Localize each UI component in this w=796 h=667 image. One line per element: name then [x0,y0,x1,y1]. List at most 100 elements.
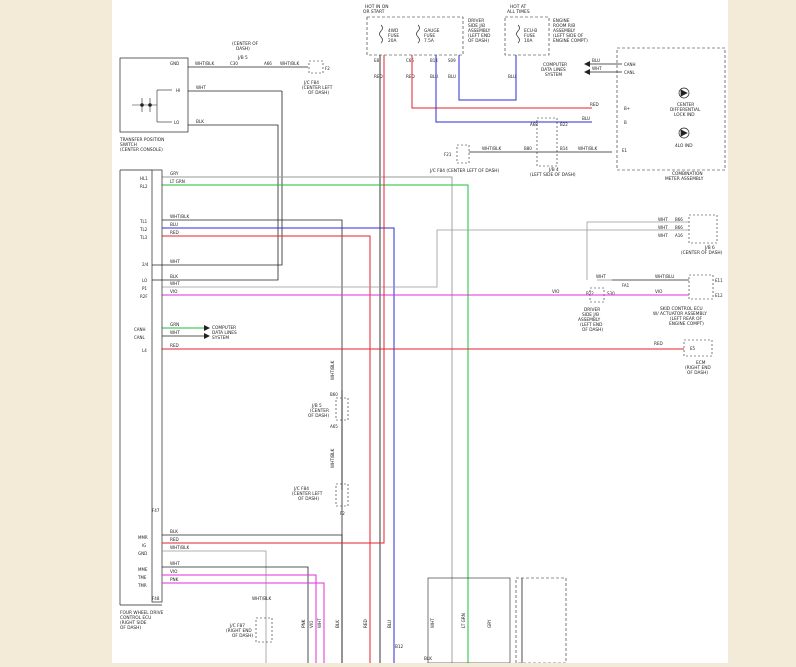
switch-symbol [132,89,172,123]
svg-text:FUSE: FUSE [524,33,535,39]
svg-text:CANH: CANH [624,62,636,67]
svg-text:J/C F87: J/C F87 [229,623,245,629]
svg-text:TL1: TL1 [139,219,148,224]
svg-text:WHT: WHT [317,618,322,628]
svg-text:B22: B22 [560,122,568,127]
wire-red-to-meter [411,55,592,109]
wire-pnk-tmr [162,582,325,663]
svg-text:B+: B+ [624,106,630,111]
svg-text:A66: A66 [264,61,272,66]
svg-text:B60: B60 [330,392,338,397]
driver-jb-mid-label: DRIVER SIDE J/B ASSEMBLY (LEFT END OF DA… [578,307,603,333]
svg-text:RED: RED [170,537,179,542]
4lo-ind-label: 4LO IND [675,143,693,149]
svg-text:WHT/BLK: WHT/BLK [170,545,189,550]
wiring-diagram: HOT IN ON OR START HOT AT ALL TIMES 4WD … [112,0,728,664]
svg-text:WHT: WHT [592,66,602,71]
fuse-gauge: GAUGE FUSE 7.5A [416,24,440,44]
header-hot-on: HOT IN ON OR START [363,4,389,15]
svg-text:R2F: R2F [140,294,148,299]
svg-text:ENGINE: ENGINE [553,18,570,24]
svg-text:CANL: CANL [134,335,146,340]
svg-text:7.5A: 7.5A [424,38,434,44]
svg-text:OF DASH): OF DASH) [582,327,603,333]
svg-text:VIO: VIO [170,289,178,294]
conn-e8: E8 [374,58,380,63]
svg-text:BLK: BLK [424,656,432,661]
svg-text:WHT: WHT [170,259,180,264]
svg-text:(CENTER OF: (CENTER OF [232,41,259,47]
svg-text:SIDE J/B: SIDE J/B [582,312,599,318]
svg-text:J/B 5: J/B 5 [311,403,322,409]
jb4-label: J/B 4 (LEFT SIDE OF DASH) [530,167,576,178]
computer-data-top: COMPUTER DATA LINES SYSTEM [541,62,567,78]
svg-text:OF DASH): OF DASH) [232,633,253,639]
svg-text:DASH): DASH) [236,46,250,52]
svg-text:(CENTER LEFT: (CENTER LEFT [302,85,333,91]
skid-ecu-label: SKID CONTROL ECU W/ ACTUATOR ASSEMBLY (L… [653,306,707,327]
svg-text:TL3: TL3 [139,235,148,240]
svg-text:COMPUTER: COMPUTER [543,62,567,68]
svg-text:BLU: BLU [430,74,438,79]
svg-text:CANH: CANH [134,327,146,332]
jc-f84-low-label: J/C F84 (CENTER LEFT OF DASH) [292,486,323,502]
hot-always-line2: ALL TIMES [507,9,530,15]
svg-text:GRN: GRN [170,322,179,327]
svg-text:ASSEMBLY: ASSEMBLY [468,28,491,34]
svg-text:FOUR WHEEL DRIVE: FOUR WHEEL DRIVE [120,610,164,616]
svg-text:SIDE J/B: SIDE J/B [468,23,485,29]
svg-text:E12: E12 [715,293,723,298]
svg-text:RL2: RL2 [140,184,148,189]
svg-text:L4: L4 [142,348,147,353]
wire-wht-mme [162,566,309,663]
driver-side-jb-label: DRIVER SIDE J/B ASSEMBLY (LEFT END OF DA… [468,18,491,44]
svg-text:4WD: 4WD [388,28,399,34]
svg-text:C30: C30 [230,61,238,66]
ecm-box [683,339,713,357]
wire-gry-hl1 [162,176,453,663]
svg-text:CENTER: CENTER [677,102,694,108]
svg-text:B22: B22 [586,291,594,296]
jc-f87-box [255,617,273,643]
diagram-canvas: HOT IN ON OR START HOT AT ALL TIMES 4WD … [119,4,726,664]
svg-text:B66: B66 [675,225,683,230]
svg-text:F2: F2 [325,66,330,71]
svg-text:(RIGHT SIDE: (RIGHT SIDE [120,620,147,626]
jb6-label: J/B 6 (CENTER OF DASH) [681,245,723,256]
svg-text:F48: F48 [152,596,160,601]
svg-text:WHT/BLK: WHT/BLK [280,61,299,66]
svg-text:WHT: WHT [170,281,180,286]
svg-text:(LEFT END: (LEFT END [468,33,491,39]
jc-f84-low-box [335,483,349,507]
svg-text:WHT: WHT [170,330,180,335]
svg-text:TL2: TL2 [139,227,148,232]
svg-text:OF DASH): OF DASH) [687,370,708,376]
hot-on-line2: OR START [363,9,385,15]
svg-text:BLK: BLK [196,119,204,124]
svg-text:LT GRN: LT GRN [170,179,185,184]
svg-text:WHT: WHT [658,233,668,238]
svg-text:ASSEMBLY: ASSEMBLY [578,317,601,323]
wire-blk-lo [152,124,279,281]
svg-text:WHT/BLK: WHT/BLK [330,361,335,380]
conn-c66: C66 [406,58,414,63]
wire-wht-24 [152,91,283,266]
skid-ecu-box [688,274,714,300]
jc-f84-top-label: J/C F84 (CENTER LEFT OF DASH) [302,80,333,96]
wire-ltgrn-rl2 [162,184,469,663]
jb6-box [688,214,718,244]
svg-text:BLK: BLK [170,274,178,279]
svg-text:DIFFERENTIAL: DIFFERENTIAL [670,107,701,113]
svg-text:WHT/BLK: WHT/BLK [252,596,271,601]
jc-f84-mid-label: J/C F84 (CENTER LEFT OF DASH) [429,168,500,174]
header-hot-always: HOT AT ALL TIMES [507,4,530,15]
svg-text:20A: 20A [388,38,396,44]
svg-text:GAUGE: GAUGE [424,28,440,34]
svg-text:(LEFT SIDE OF: (LEFT SIDE OF [553,33,584,39]
wire-vio-tme [162,574,317,663]
svg-text:WHT/BLU: WHT/BLU [655,274,674,279]
wire-wht-b66 [586,221,689,280]
svg-text:VIO: VIO [309,620,314,628]
svg-text:WHT/BLK: WHT/BLK [170,214,189,219]
svg-text:RED: RED [590,102,599,107]
